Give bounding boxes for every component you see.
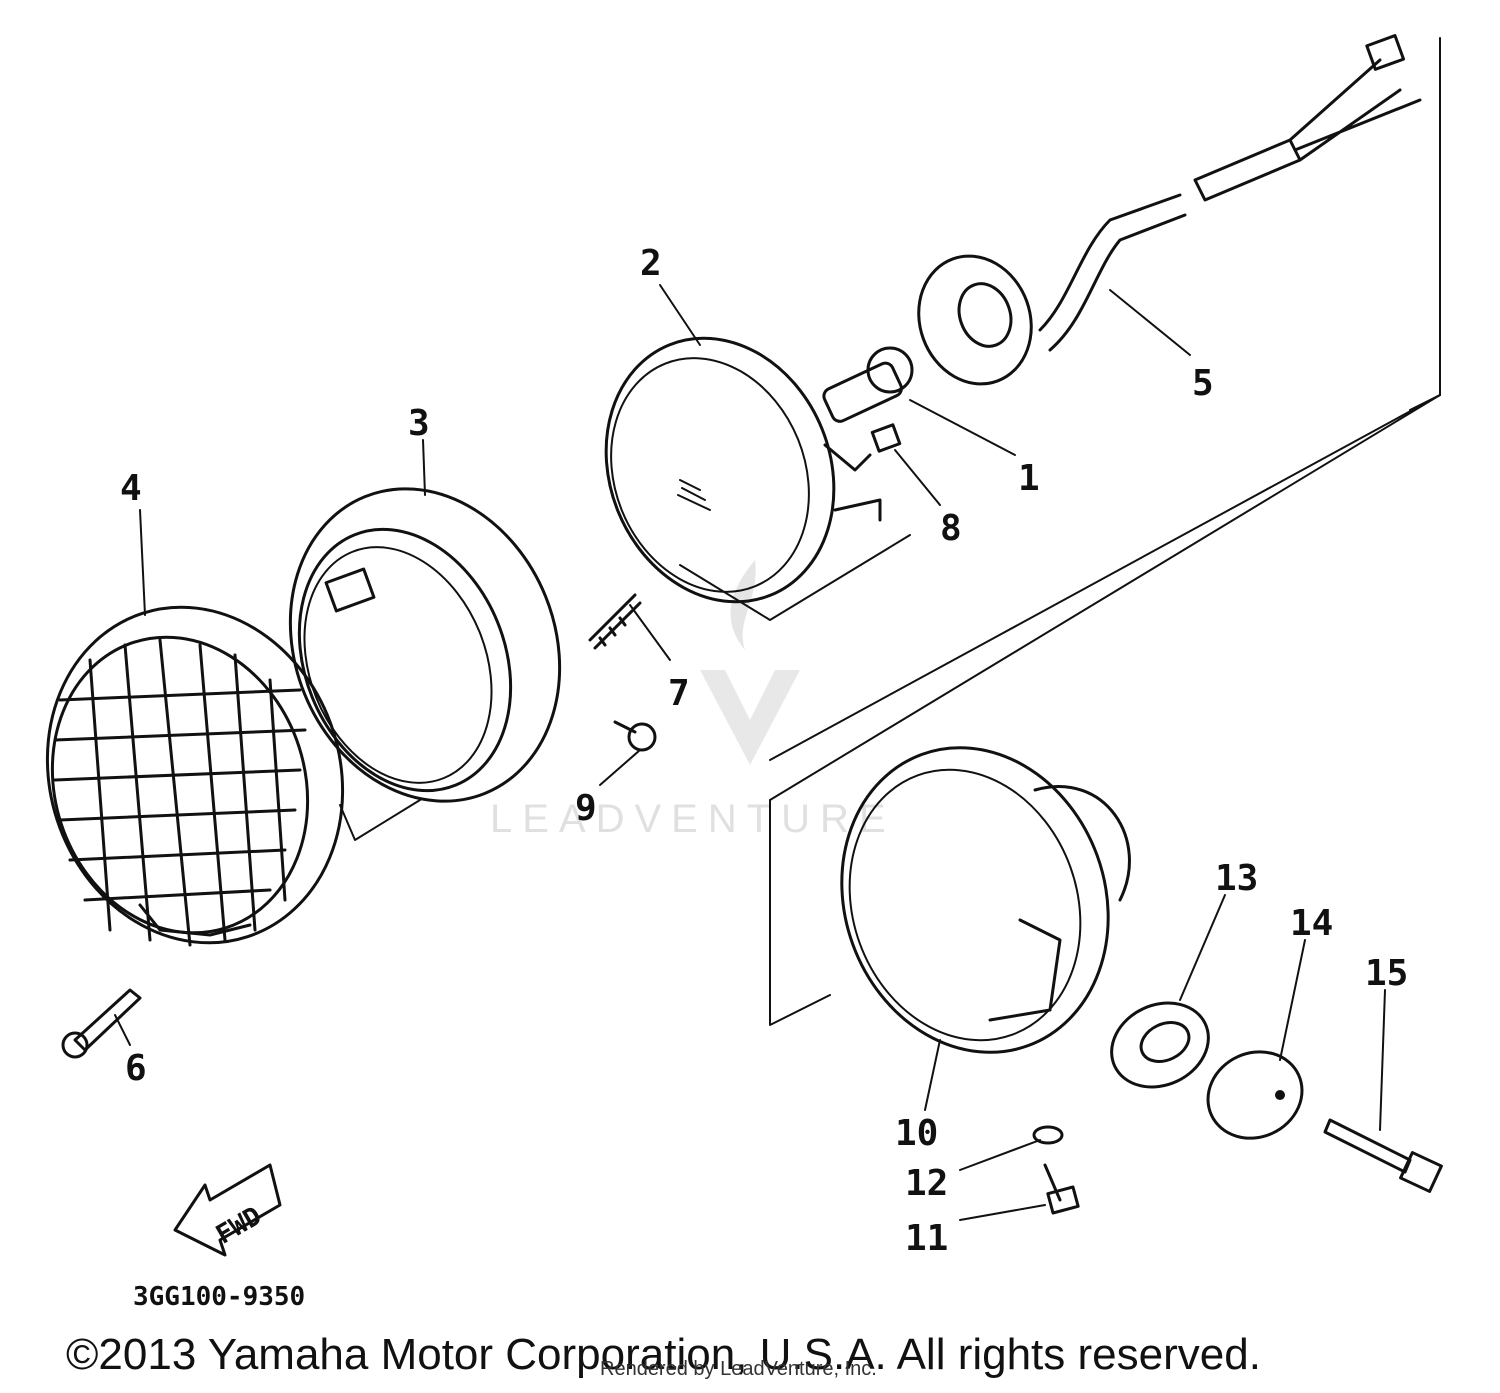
callout-10: 10 (895, 1113, 938, 1154)
part-10-housing (840, 746, 1131, 1054)
callout-15: 15 (1365, 953, 1408, 994)
part-15-bolt (1323, 1118, 1443, 1193)
leadventure-logo-icon (700, 560, 800, 765)
callout-2: 2 (640, 243, 662, 284)
part-8-nut (870, 423, 902, 453)
part-12-washer (1032, 1125, 1064, 1145)
assembly-outline (769, 37, 1441, 1026)
part-13-grommet (1110, 1001, 1210, 1089)
fwd-arrow-icon: FWD (173, 1163, 282, 1257)
leader-lines (114, 284, 1386, 1221)
callout-4: 4 (120, 468, 142, 509)
watermark-text: LEADVENTURE (490, 797, 896, 841)
part-1-bulb (822, 346, 914, 423)
callout-11: 11 (905, 1218, 948, 1259)
part-5-socket-cord (917, 34, 1422, 386)
callout-14: 14 (1290, 903, 1333, 944)
callout-12: 12 (905, 1163, 948, 1204)
callouts: 1 2 3 4 5 6 7 8 9 10 11 12 13 14 15 (120, 243, 1408, 1259)
part-6-bolt (61, 988, 142, 1059)
callout-8: 8 (940, 508, 962, 549)
part-7-spring (588, 593, 642, 650)
watermark: LEADVENTURE (490, 560, 896, 841)
part-9-screw (613, 720, 657, 752)
copyright-notice: ©2013 Yamaha Motor Corporation, U.S.A. A… (66, 1330, 1261, 1379)
part-3-headlight-ring (288, 487, 562, 841)
part-14-cap (1206, 1050, 1304, 1140)
rendered-by-credit: Rendered by LeadVenture, Inc. (600, 1358, 877, 1380)
callout-5: 5 (1192, 363, 1214, 404)
part-4-grille-rim (45, 605, 345, 947)
callout-6: 6 (125, 1048, 147, 1089)
part-2-sealed-beam (604, 336, 911, 621)
part-11-screw (1043, 1163, 1080, 1215)
callout-7: 7 (668, 673, 690, 714)
callout-9: 9 (575, 788, 597, 829)
fwd-label: FWD (211, 1201, 267, 1250)
diagram-code: 3GG100-9350 (133, 1282, 305, 1312)
callout-3: 3 (408, 403, 430, 444)
callout-13: 13 (1215, 858, 1258, 899)
callout-1: 1 (1018, 458, 1040, 499)
